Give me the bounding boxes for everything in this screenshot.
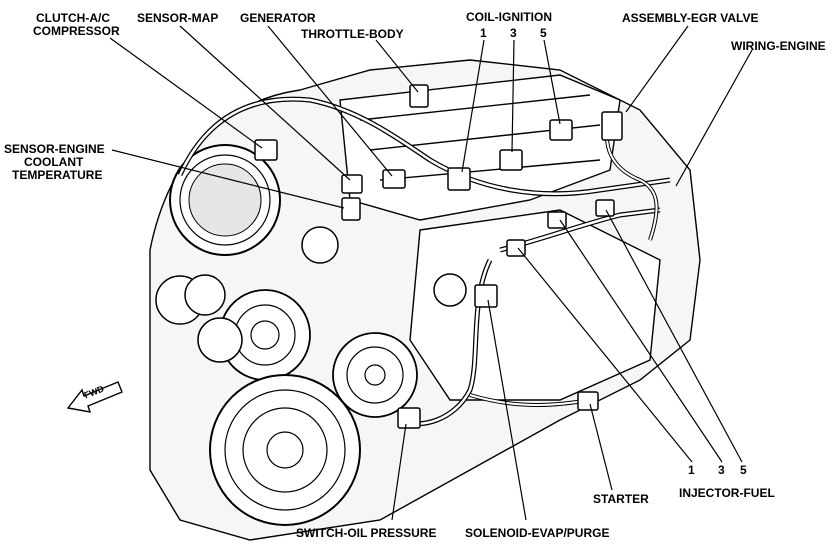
label-coil-1: 1	[480, 26, 487, 40]
label-sensor-engine: SENSOR-ENGINE	[4, 142, 105, 156]
label-coolant: COOLANT	[24, 155, 84, 169]
throttle-body-ring	[169, 144, 281, 256]
label-injector-1: 1	[688, 463, 695, 477]
pulleys	[155, 226, 467, 526]
label-generator: GENERATOR	[240, 11, 316, 25]
label-starter: STARTER	[593, 492, 649, 506]
label-temperature: TEMPERATURE	[12, 168, 103, 182]
label-injector-5: 5	[740, 463, 747, 477]
label-wiring-engine: WIRING-ENGINE	[731, 39, 826, 53]
label-assembly-egr-valve: ASSEMBLY-EGR VALVE	[622, 11, 759, 25]
label-coil-ignition: COIL-IGNITION	[466, 10, 552, 24]
leader-lines	[109, 25, 753, 521]
label-coil-3: 3	[510, 26, 517, 40]
connectors	[254, 84, 623, 429]
label-clutch-ac: CLUTCH-A/C	[36, 11, 110, 25]
label-clutch-ac-compressor: COMPRESSOR	[33, 24, 120, 38]
fwd-arrow-icon	[66, 381, 123, 413]
label-solenoid-evap-purge: SOLENOID-EVAP/PURGE	[465, 526, 610, 540]
label-sensor-map: SENSOR-MAP	[137, 11, 219, 25]
label-injector-fuel: INJECTOR-FUEL	[679, 486, 775, 500]
label-injector-3: 3	[718, 463, 725, 477]
label-switch-oil-pressure: SWITCH-OIL PRESSURE	[296, 526, 437, 540]
label-coil-5: 5	[540, 26, 547, 40]
label-throttle-body: THROTTLE-BODY	[301, 27, 404, 41]
